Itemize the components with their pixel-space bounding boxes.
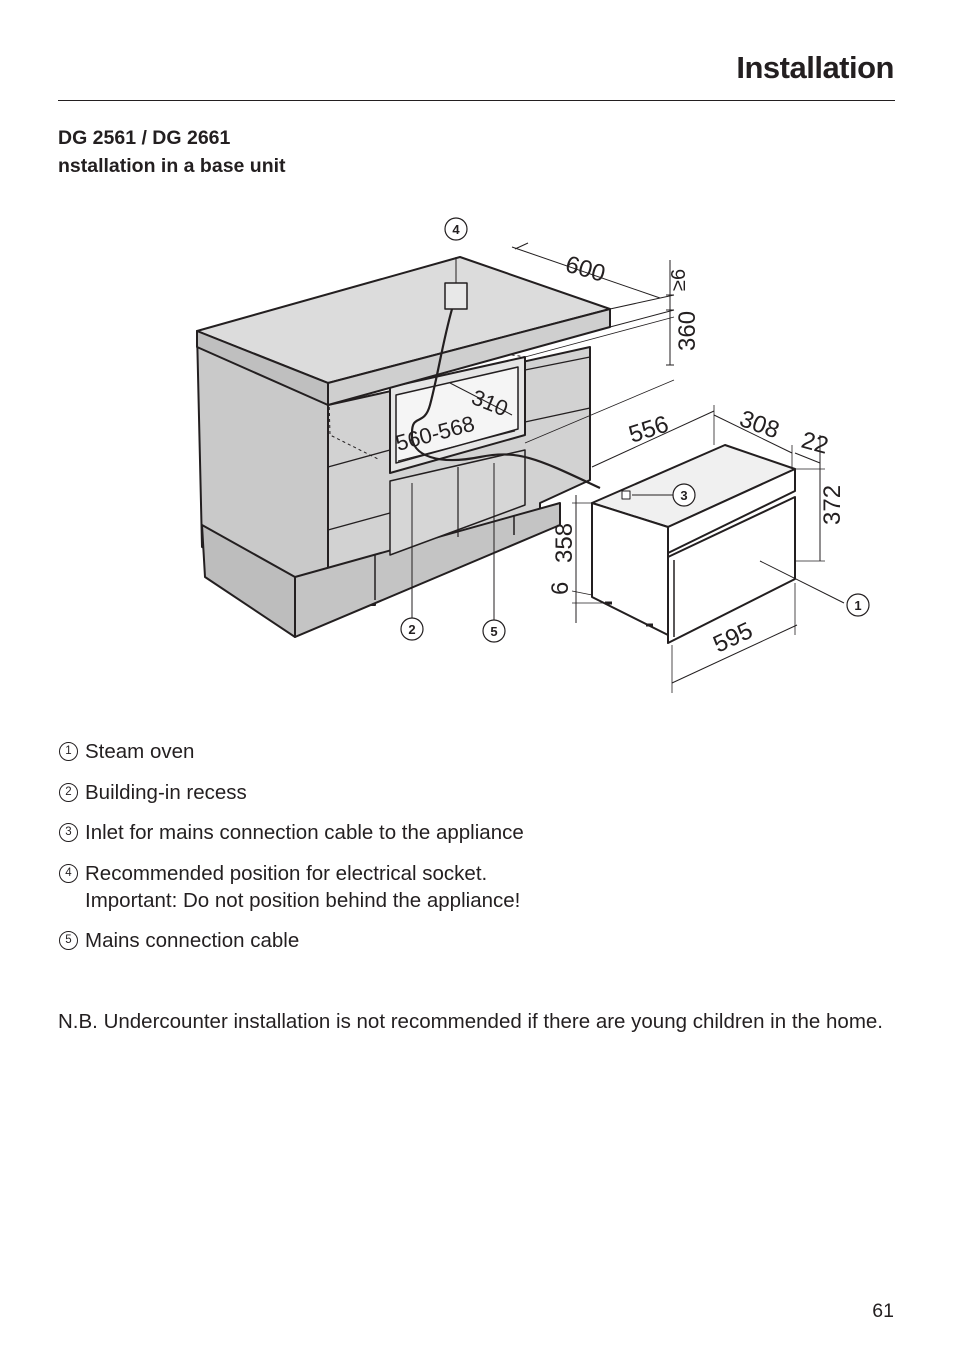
callout-4: 4	[452, 222, 460, 237]
section-heading: DG 2561 / DG 2661 nstallation in a base …	[58, 124, 286, 180]
dim-label-372: 372	[819, 485, 846, 525]
callout-1: 1	[854, 598, 861, 613]
dim-line-308	[713, 414, 793, 454]
dim-label-308: 308	[736, 405, 783, 444]
legend-number: 2	[59, 782, 78, 802]
dim-line-556	[591, 410, 715, 468]
legend-text: Steam oven	[85, 740, 195, 763]
callout-3: 3	[680, 488, 687, 503]
legend-text: Mains connection cable	[85, 929, 300, 952]
cable-inlet	[621, 490, 631, 500]
dim-label-600: 600	[562, 251, 608, 288]
dim-label-358: 358	[551, 523, 578, 563]
dim-label-556: 556	[626, 411, 672, 449]
installation-diagram: 600 ≥6 360 310 560-568 556 308 22 372 35…	[180, 205, 880, 700]
legend-number: 3	[59, 823, 78, 842]
model-line: DG 2561 / DG 2661	[58, 127, 231, 149]
legend-list: 1 Steam oven 2 Building-in recess 3 Inle…	[58, 738, 898, 968]
front-seam	[524, 356, 591, 371]
legend-item: 5 Mains connection cable	[58, 927, 898, 954]
page-number: 61	[872, 1300, 894, 1322]
callout-5: 5	[490, 624, 497, 639]
dim-line-310	[449, 382, 513, 416]
dim-label-22: 22	[798, 427, 831, 460]
mains-cable	[410, 308, 601, 489]
legend-item: 4 Recommended position for electrical so…	[58, 860, 898, 914]
dim-label-gap-min: ≥6	[668, 269, 690, 291]
callout-2: 2	[408, 622, 415, 637]
front-seam	[524, 407, 591, 423]
section-subtitle: nstallation in a base unit	[58, 155, 286, 177]
legend-number: 5	[59, 931, 78, 950]
recess-opening	[395, 366, 519, 464]
legend-text: Recommended position for electrical sock…	[85, 861, 488, 885]
dim-line-600	[511, 246, 661, 299]
dim-label-360: 360	[674, 311, 701, 351]
legend-text: Building-in recess	[85, 780, 247, 804]
page-title: Installation	[736, 50, 894, 85]
front-seam	[327, 512, 391, 531]
safety-note: N.B. Undercounter installation is not re…	[58, 1010, 884, 1033]
front-seam	[327, 449, 391, 468]
header-divider	[58, 100, 895, 101]
dim-line-560	[397, 430, 516, 462]
legend-text-warning: Important: Do not position behind the ap…	[85, 888, 521, 912]
legend-item: 3 Inlet for mains connection cable to th…	[58, 819, 898, 846]
dim-label-595: 595	[709, 617, 757, 658]
dim-label-6: 6	[547, 582, 574, 595]
legend-item: 1 Steam oven	[58, 738, 898, 765]
oven-control-panel	[667, 468, 796, 554]
legend-number: 1	[59, 742, 78, 761]
dim-line-595	[671, 624, 798, 684]
electrical-socket	[444, 282, 468, 310]
legend-number: 4	[59, 863, 78, 883]
legend-item: 2 Building-in recess	[58, 779, 898, 806]
oven-side-face	[591, 502, 669, 636]
legend-text: Inlet for mains connection cable to the …	[85, 821, 524, 844]
